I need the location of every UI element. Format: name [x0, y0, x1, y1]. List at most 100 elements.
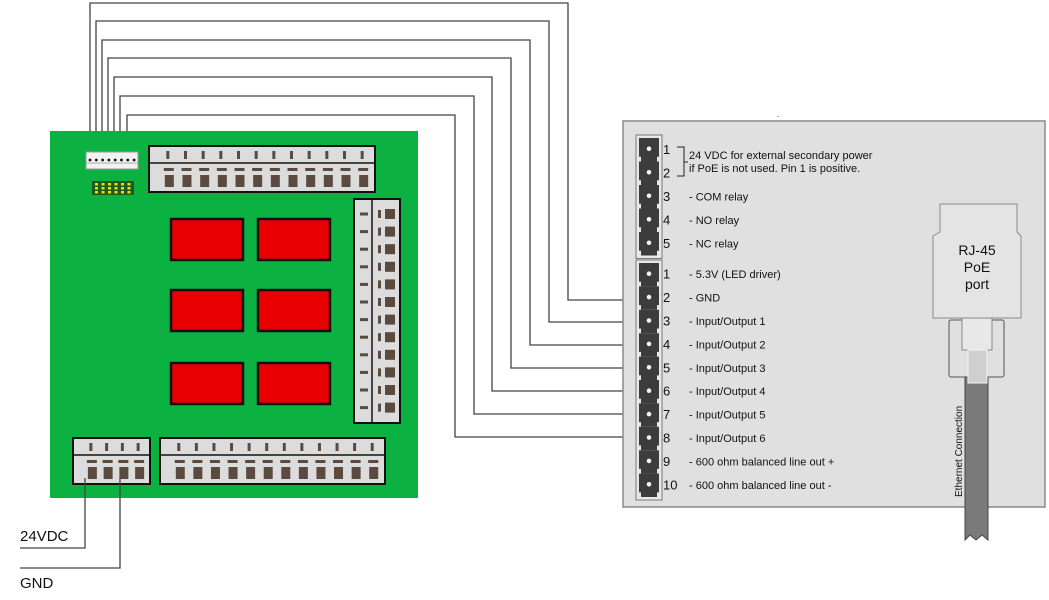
terminal-pin — [227, 460, 238, 463]
terminal-pin — [272, 151, 276, 159]
terminal-screw — [316, 467, 326, 479]
gnd-label: GND — [20, 575, 54, 592]
pin-number: 6 — [663, 384, 670, 399]
terminal-screw — [359, 175, 369, 187]
jumper-pin — [121, 191, 124, 194]
terminal-pin — [340, 168, 351, 171]
jumper-pin — [114, 191, 118, 194]
jumper-pin — [101, 191, 105, 194]
pin-hole — [646, 240, 652, 246]
terminal-screw — [385, 244, 395, 255]
terminal-pin — [287, 168, 298, 171]
terminal-screw — [193, 467, 203, 479]
pin-hole — [646, 411, 652, 417]
jumper-pin — [114, 187, 118, 190]
terminal-pin — [262, 460, 273, 463]
pin-label: - NO relay — [689, 215, 740, 227]
pin-hole — [646, 318, 652, 323]
rj45-label-line1: RJ-45 — [958, 242, 996, 258]
terminal-pin — [209, 460, 220, 463]
terminal-pin — [252, 168, 263, 171]
terminal-pin — [300, 443, 304, 451]
terminal-screw — [182, 175, 192, 187]
header-pin — [107, 158, 111, 162]
terminal-screw — [217, 175, 227, 187]
pin-number: 1 — [663, 142, 670, 157]
terminal-pin — [360, 353, 368, 357]
terminal-pin — [360, 388, 368, 392]
terminal-pin — [317, 443, 321, 451]
terminal-pin — [102, 460, 113, 463]
terminal-screw — [341, 175, 351, 187]
terminal-screw — [246, 467, 256, 479]
terminal-pin — [177, 443, 181, 451]
header-pin — [94, 158, 98, 162]
terminal-pin — [335, 443, 339, 451]
jumper-pin — [101, 183, 105, 186]
pin-hole — [646, 388, 652, 394]
terminal-screw — [385, 279, 395, 290]
terminal-pin — [247, 443, 251, 451]
pin-label: - 5.3V (LED driver) — [689, 269, 781, 281]
terminal-screw — [385, 261, 395, 272]
terminal-pin — [360, 318, 368, 322]
pin-hole — [646, 435, 652, 440]
pin-number: 2 — [663, 290, 670, 305]
wire-io-5 — [113, 76, 648, 392]
jumper-pin — [127, 187, 131, 190]
terminal-pin — [166, 151, 170, 159]
pin-hole — [646, 458, 652, 464]
jumper-pin — [108, 187, 111, 190]
pin-number: 3 — [663, 189, 670, 204]
jumper-pin — [127, 183, 131, 186]
pin-number: 4 — [663, 212, 670, 227]
bottom-right-terminal-block — [159, 437, 386, 485]
terminal-pin — [305, 168, 316, 171]
terminal-pin — [290, 151, 293, 159]
pin-label: - COM relay — [689, 191, 749, 203]
terminal-pin — [163, 168, 174, 171]
terminal-screw — [119, 467, 129, 479]
jumper-pin — [127, 191, 131, 194]
top-terminal-block — [148, 145, 376, 193]
terminal-screw — [385, 367, 395, 378]
jumper-pin — [114, 183, 118, 186]
terminal-pin — [378, 280, 381, 289]
wire-io-4 — [107, 57, 648, 369]
jumper-pin — [95, 187, 98, 190]
pin-number: 8 — [663, 431, 670, 446]
terminal-pin — [322, 168, 333, 171]
bottom-left-terminal-block — [72, 437, 151, 485]
terminal-pin — [350, 460, 361, 463]
pin-label: - Input/Output 5 — [689, 410, 765, 422]
terminal-screw — [385, 297, 395, 307]
header-pin — [120, 158, 123, 162]
terminal-screw — [306, 175, 316, 187]
terminal-screw — [385, 226, 395, 237]
jumper-block — [92, 181, 134, 195]
terminal-pin — [230, 443, 234, 451]
pin-number: 2 — [663, 165, 670, 180]
terminal-pin — [134, 460, 145, 463]
pin-label: - NC relay — [689, 238, 739, 250]
wire-io-6 — [119, 95, 648, 415]
terminal-pin — [234, 168, 245, 171]
terminal-screw — [385, 332, 395, 343]
vdc-label: 24VDC — [20, 528, 69, 545]
pin-number: 4 — [663, 337, 670, 352]
terminal-pin — [201, 151, 205, 159]
terminal-screw — [385, 402, 395, 413]
pin-number: 3 — [663, 314, 670, 329]
terminal-pin — [360, 282, 368, 286]
pin-label: - Input/Output 4 — [689, 386, 765, 398]
terminal-pin — [360, 300, 368, 304]
terminal-screw — [228, 467, 238, 479]
bracket-note-line1: 24 VDC for external secondary power — [689, 150, 873, 162]
terminal-pin — [378, 315, 381, 324]
pin-label: - GND — [689, 293, 720, 305]
terminal-screw — [210, 467, 220, 479]
terminal-pin — [136, 443, 140, 451]
pin-hole — [646, 294, 652, 300]
rj45-plug-tab — [967, 349, 988, 384]
